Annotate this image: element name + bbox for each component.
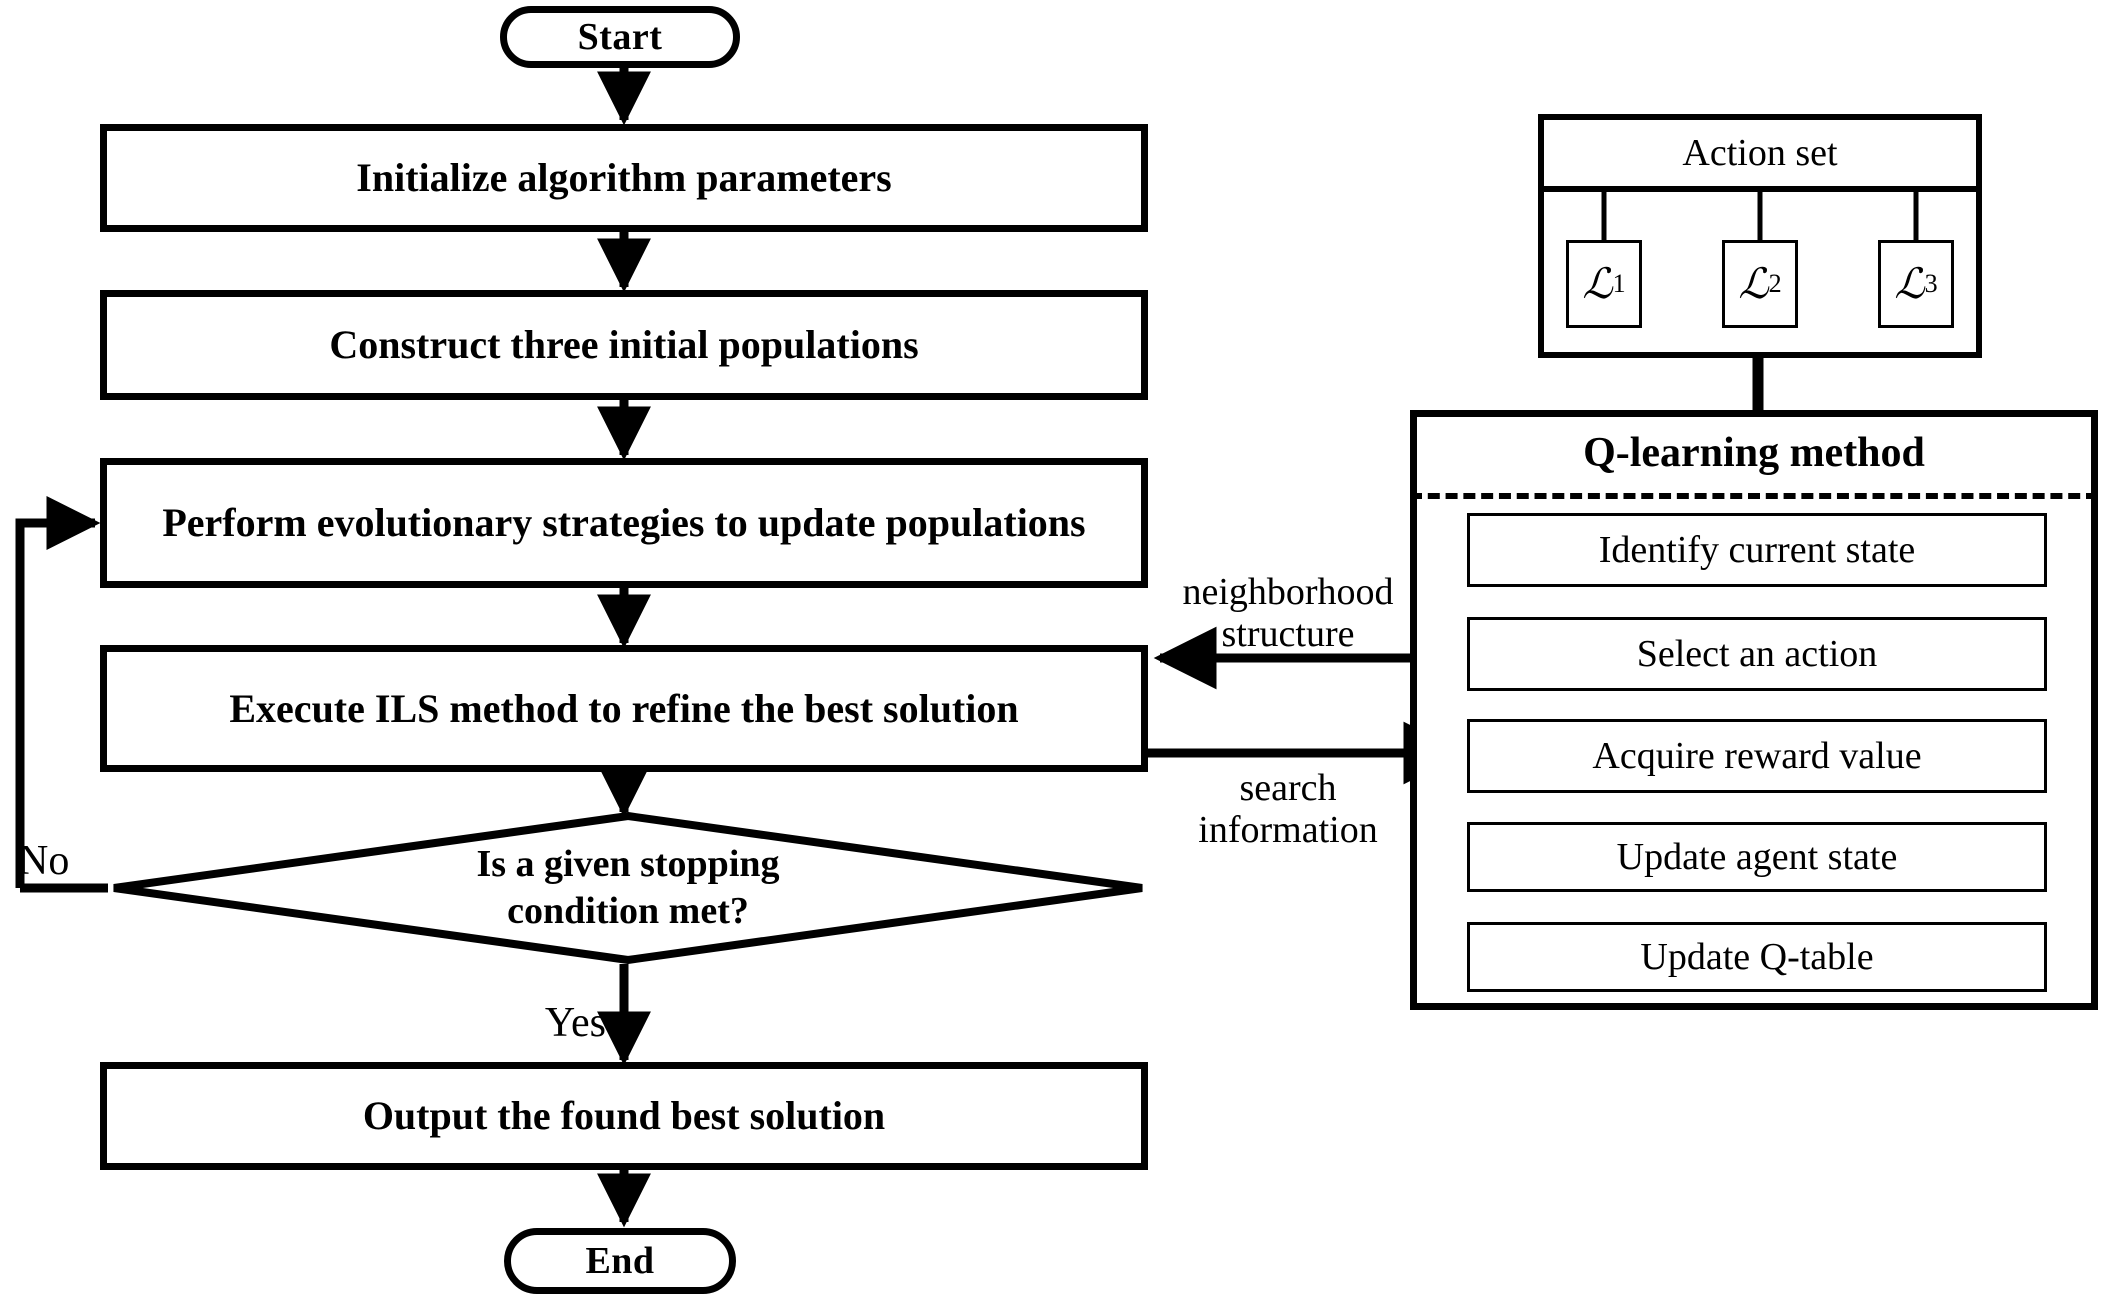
end-label: End — [585, 1240, 655, 1282]
neighborhood-line2: structure — [1221, 612, 1355, 655]
q-step-label-0: Identify current state — [1598, 529, 1916, 571]
process-label-ils: Execute ILS method to refine the best so… — [229, 685, 1019, 731]
start-label: Start — [577, 16, 663, 58]
search-line1: search — [1239, 767, 1337, 809]
decision-diamond[interactable]: Is a given stopping condition met? — [108, 812, 1148, 964]
decision-yes-label: Yes — [496, 1000, 606, 1046]
q-step-label-3: Update agent state — [1616, 836, 1898, 878]
q-step-update-agent-state[interactable]: Update agent state — [1467, 822, 2047, 892]
decision-no-label: No — [18, 838, 98, 884]
action-set-stems — [1601, 192, 1919, 242]
action-subscript-l3: 3 — [1924, 269, 1938, 298]
process-box-initialize[interactable]: Initialize algorithm parameters — [100, 124, 1148, 232]
label-neighborhood-structure: neighborhood structure — [1168, 571, 1408, 656]
action-subscript-l2: 2 — [1768, 269, 1782, 298]
loop-no-feedback — [15, 496, 101, 888]
q-step-update-q-table[interactable]: Update Q-table — [1467, 922, 2047, 992]
action-symbol-l3: ℒ — [1894, 262, 1925, 308]
q-step-identify-current-state[interactable]: Identify current state — [1467, 513, 2047, 587]
process-box-evolve[interactable]: Perform evolutionary strategies to updat… — [100, 458, 1148, 588]
process-label-evolve: Perform evolutionary strategies to updat… — [162, 500, 1086, 545]
no-text: No — [18, 838, 70, 884]
end-terminator[interactable]: End — [504, 1228, 736, 1294]
q-learning-panel: Q-learning method Identify current state… — [1410, 410, 2098, 1010]
q-learning-divider — [1410, 493, 2098, 499]
process-box-output[interactable]: Output the found best solution — [100, 1062, 1148, 1170]
q-step-label-2: Acquire reward value — [1592, 735, 1922, 777]
action-symbol-l1: ℒ — [1582, 262, 1613, 308]
action-symbol-l2: ℒ — [1738, 262, 1769, 308]
action-set-header: Action set — [1544, 120, 1976, 192]
process-label-construct: Construct three initial populations — [329, 322, 919, 367]
q-step-acquire-reward-value[interactable]: Acquire reward value — [1467, 719, 2047, 793]
action-subscript-l1: 1 — [1612, 269, 1626, 298]
yes-text: Yes — [544, 1000, 606, 1046]
label-search-information: search information — [1168, 767, 1408, 852]
q-step-label-4: Update Q-table — [1640, 936, 1874, 978]
process-label-output: Output the found best solution — [362, 1093, 886, 1138]
q-learning-title: Q-learning method — [1417, 429, 2091, 477]
start-terminator[interactable]: Start — [500, 6, 740, 68]
q-step-select-an-action[interactable]: Select an action — [1467, 617, 2047, 691]
process-box-ils[interactable]: Execute ILS method to refine the best so… — [100, 645, 1148, 772]
process-box-construct[interactable]: Construct three initial populations — [100, 290, 1148, 400]
search-line2: information — [1198, 808, 1378, 851]
process-label-initialize: Initialize algorithm parameters — [356, 155, 892, 200]
q-learning-title-text: Q-learning method — [1583, 430, 1925, 476]
neighborhood-line1: neighborhood — [1182, 571, 1394, 613]
q-step-label-1: Select an action — [1636, 633, 1878, 675]
action-set-title: Action set — [1682, 132, 1838, 174]
